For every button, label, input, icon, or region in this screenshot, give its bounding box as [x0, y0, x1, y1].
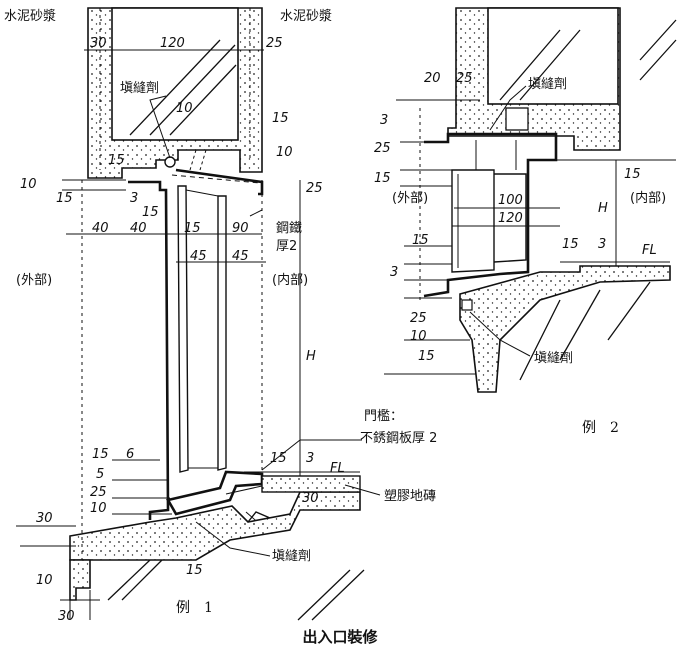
dim-value: 15 — [186, 563, 203, 578]
dim-value: 3 — [306, 451, 314, 466]
label-fl: FL — [330, 461, 345, 476]
dim-value: 25 — [456, 71, 473, 86]
dim-value: 10 — [20, 177, 37, 192]
label-fl-2: FL — [642, 243, 657, 258]
label-cement-mortar-right: 水泥砂漿 — [280, 9, 332, 24]
dim-value: 15 — [374, 171, 391, 186]
dim-value: 10 — [90, 501, 107, 516]
label-threshold-1: 門檻： — [364, 408, 403, 424]
dim-value: 30 — [302, 491, 319, 506]
label-interior: (内部) — [272, 272, 308, 288]
label-filler-bottom-2: 塡縫劑 — [534, 350, 573, 366]
dim-value: 15 — [56, 191, 73, 206]
example-2-dimension-lines — [396, 99, 676, 341]
dim-value: 15 — [412, 233, 429, 248]
example-1-frame — [128, 149, 264, 520]
example-1-floor-slab — [69, 475, 365, 621]
dim-value: 15 — [418, 349, 435, 364]
dim-value: 15 — [624, 167, 641, 182]
example-1-dimension-values: 30 120 25 10 15 10 15 10 15 3 15 25 40 4… — [20, 36, 323, 624]
example-2-labels: 塡縫劑 (外部) (内部) FL 塡縫劑 H 例 2 — [392, 76, 666, 436]
label-steel-2: 厚2 — [276, 239, 297, 254]
dim-value: 25 — [266, 36, 283, 51]
label-exterior-2: (外部) — [392, 191, 428, 206]
example-2-frame — [423, 132, 558, 298]
example-2-caption: 例 2 — [582, 420, 619, 436]
dim-value: 3 — [390, 265, 398, 280]
label-exterior: (外部) — [16, 273, 52, 288]
label-height-2: H — [598, 201, 608, 216]
example-1-leaders — [149, 95, 381, 557]
example-1-caption: 例 1 — [176, 600, 213, 616]
label-steel-1: 鋼鐵 — [276, 220, 302, 236]
dim-value: 10 — [176, 101, 193, 116]
dim-value: 3 — [130, 191, 138, 206]
dim-value: 15 — [108, 153, 125, 168]
label-filler-top: 塡縫劑 — [120, 80, 159, 96]
figure-title: 出入口裝修 — [302, 628, 378, 646]
dim-value: 25 — [410, 311, 427, 326]
dim-value: 15 — [142, 205, 159, 220]
example-1-dimension-lines — [16, 49, 360, 601]
dim-value: 120 — [160, 36, 185, 51]
example-2-leaders — [469, 85, 531, 357]
dim-value: 25 — [306, 181, 323, 196]
dim-value: 10 — [410, 329, 427, 344]
dim-value: 5 — [96, 467, 104, 482]
dim-value: 45 — [232, 249, 249, 264]
example-2-wall-top — [447, 7, 677, 151]
dim-value: 15 — [92, 447, 109, 462]
label-filler-top-2: 塡縫劑 — [528, 76, 567, 92]
dim-value: 30 — [36, 511, 53, 526]
dim-value: 25 — [90, 485, 107, 500]
dim-value: 90 — [232, 221, 249, 236]
example-2-floor-slab — [384, 265, 671, 393]
label-height: H — [306, 349, 316, 364]
label-threshold-2: 不銹鋼板厚 2 — [360, 431, 437, 446]
dim-value: 10 — [276, 145, 293, 160]
dim-value: 15 — [270, 451, 287, 466]
dim-value: 40 — [130, 221, 147, 236]
example-1-section: 水泥砂漿 水泥砂漿 塡縫劑 鋼鐵 厚2 (外部) (内部) 門檻： 不銹鋼板厚 … — [4, 7, 437, 624]
label-plastic-tile: 塑膠地磚 — [384, 489, 436, 504]
dim-value: 6 — [126, 447, 134, 462]
dim-value: 25 — [374, 141, 391, 156]
dim-value: 3 — [380, 113, 388, 128]
dim-value: 40 — [92, 221, 109, 236]
label-interior-2: (内部) — [630, 190, 666, 206]
dim-value: 3 — [598, 237, 606, 252]
dim-value: 120 — [498, 211, 523, 226]
dim-value: 10 — [36, 573, 53, 588]
label-filler-bottom: 塡縫劑 — [272, 548, 311, 564]
example-1-labels: 水泥砂漿 水泥砂漿 塡縫劑 鋼鐵 厚2 (外部) (内部) 門檻： 不銹鋼板厚 … — [4, 9, 437, 616]
dim-value: 30 — [90, 36, 107, 51]
dim-value: 100 — [498, 193, 523, 208]
dim-value: 15 — [562, 237, 579, 252]
dim-value: 30 — [58, 609, 75, 624]
dim-value: 45 — [190, 249, 207, 264]
dim-value: 15 — [272, 111, 289, 126]
dim-value: 15 — [184, 221, 201, 236]
dim-value: 20 — [424, 71, 441, 86]
example-2-section: 塡縫劑 (外部) (内部) FL 塡縫劑 H 例 2 20 25 3 25 15… — [374, 7, 677, 436]
example-2-dimension-values: 20 25 3 25 15 15 100 120 15 3 25 10 15 1… — [374, 71, 641, 364]
label-cement-mortar-left: 水泥砂漿 — [4, 9, 56, 24]
